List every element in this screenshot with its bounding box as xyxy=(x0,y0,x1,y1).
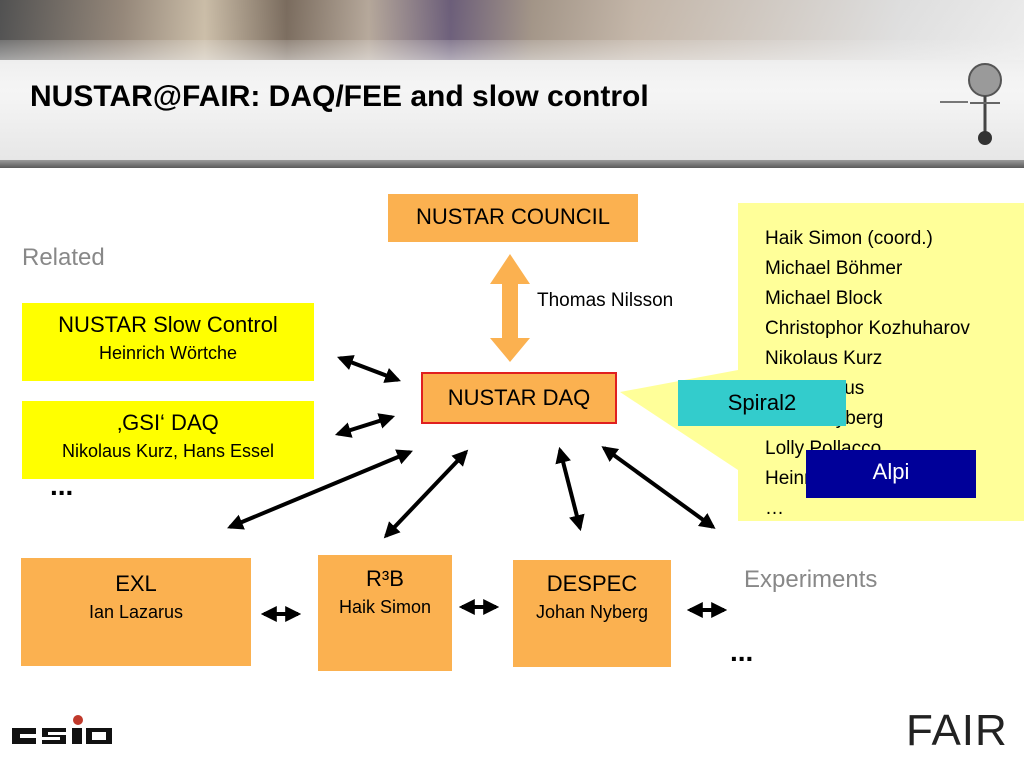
box-name: NUSTAR Slow Control xyxy=(58,312,278,337)
slow-control-arrow xyxy=(337,355,401,383)
box-person: Heinrich Wörtche xyxy=(98,343,238,363)
despec-box: DESPEC Johan Nyberg xyxy=(513,560,671,667)
member-item: Michael Block xyxy=(765,288,883,309)
box-name: EXL xyxy=(115,571,157,596)
box-person: Nikolaus Kurz, Hans Essel xyxy=(61,441,275,461)
slide-title: NUSTAR@FAIR: DAQ/FEE and slow control xyxy=(30,80,649,113)
member-item: Michael Böhmer xyxy=(765,258,903,279)
experiments-arrow xyxy=(601,446,716,529)
lamp-decoration-icon xyxy=(940,63,1002,145)
r3b-arrow xyxy=(383,449,469,539)
gsi-logo xyxy=(12,715,112,744)
experiments-more: ... xyxy=(730,636,754,667)
council-contact: Thomas Nilsson xyxy=(537,290,674,311)
gsi-daq-arrow xyxy=(334,413,396,438)
spiral2-callout: Spiral2 xyxy=(678,380,846,426)
member-item: Nikolaus Kurz xyxy=(765,348,883,369)
header-rule xyxy=(0,160,1024,168)
box-person: Johan Nyberg xyxy=(535,602,649,622)
slow-control-box: NUSTAR Slow Control Heinrich Wörtche xyxy=(22,303,314,381)
alpi-callout: Alpi xyxy=(806,450,976,498)
fair-logo: FAIR xyxy=(900,704,1018,760)
box-name: DESPEC xyxy=(546,571,638,596)
nustar-daq-box: NUSTAR DAQ xyxy=(421,372,617,424)
fair-logo-text: FAIR xyxy=(906,706,1008,755)
box-name: ‚GSI‘ DAQ xyxy=(117,410,219,435)
related-label: Related xyxy=(22,244,105,271)
member-item: Haik Simon (coord.) xyxy=(765,228,933,249)
r3b-box: R³B Haik Simon xyxy=(318,555,452,671)
header-banner xyxy=(0,0,1024,168)
member-item: … xyxy=(765,498,784,519)
related-more: ... xyxy=(50,470,74,501)
box-name: R³B xyxy=(366,566,404,591)
box-person: Ian Lazarus xyxy=(88,602,184,622)
despec-arrow xyxy=(555,446,585,532)
box-person: Haik Simon xyxy=(338,597,432,617)
gsi-daq-box: ‚GSI‘ DAQ Nikolaus Kurz, Hans Essel xyxy=(22,401,314,479)
exl-arrow xyxy=(227,449,413,530)
nustar-council-box: NUSTAR COUNCIL xyxy=(388,194,638,242)
member-item: Christophor Kozhuharov xyxy=(765,318,970,339)
experiments-label: Experiments xyxy=(744,566,878,593)
council-daq-arrow xyxy=(490,254,530,362)
exl-box: EXL Ian Lazarus xyxy=(21,558,251,666)
